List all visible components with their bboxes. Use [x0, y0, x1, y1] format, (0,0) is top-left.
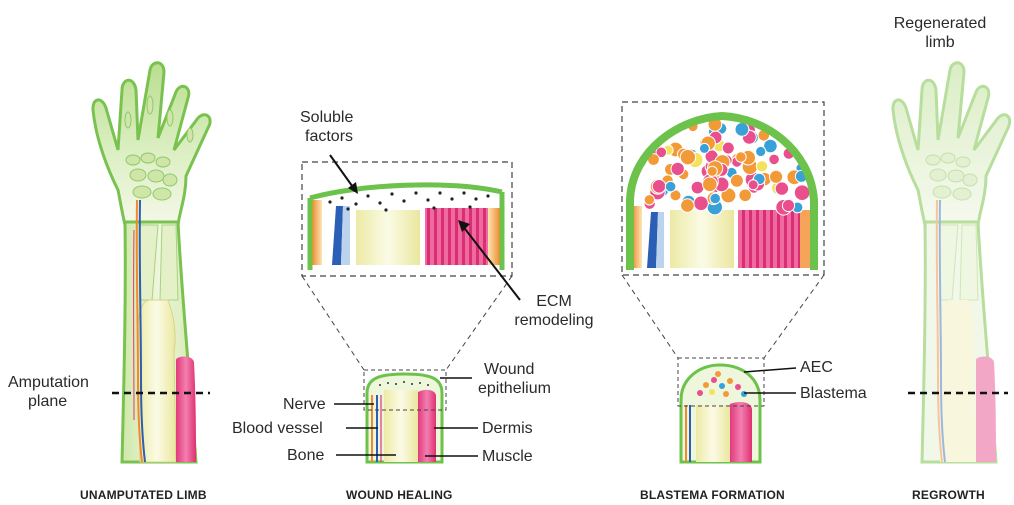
blastema-cell — [652, 180, 666, 194]
blastema-cell — [748, 180, 758, 190]
wound-magnified — [310, 185, 502, 270]
blastema-cell — [739, 189, 752, 202]
blastema-cell — [775, 182, 788, 195]
blastema-cell — [694, 196, 709, 211]
regenerated-limb-label: Regenerated limb — [880, 14, 1000, 52]
blastema-cell — [794, 185, 810, 201]
bone-label: Bone — [287, 446, 324, 465]
wound-epithelium-label: Wound epithelium — [478, 360, 551, 398]
muscle-label: Muscle — [482, 447, 533, 466]
blastema-cell — [770, 170, 783, 183]
stage-title-wound-healing: WOUND HEALING — [346, 488, 453, 502]
blastema-cell — [736, 152, 747, 163]
blastema-stump — [681, 365, 760, 462]
blastema-cell — [722, 142, 734, 154]
blastema-cell — [730, 174, 743, 187]
blastema-cell — [769, 154, 780, 165]
blastema-cell — [644, 195, 654, 205]
stage-title-unamputated: UNAMPUTATED LIMB — [80, 488, 207, 502]
blastema-cell — [707, 166, 717, 176]
blastema-cell — [703, 177, 718, 192]
regenerated-limb — [893, 63, 1010, 462]
ecm-remodeling-label: ECM remodeling — [504, 292, 604, 330]
blood-vessel-label: Blood vessel — [232, 419, 323, 438]
soluble-factors-label: Soluble factors — [300, 108, 353, 146]
nerve-label: Nerve — [283, 395, 326, 414]
blastema-cell — [671, 162, 684, 175]
blastema-cell — [665, 181, 676, 192]
blastema-cell — [782, 199, 794, 211]
stage-title-regrowth: REGROWTH — [912, 488, 985, 502]
blastema-cell — [680, 150, 695, 165]
blastema-cell — [756, 146, 766, 156]
blastema-cell — [691, 181, 704, 194]
aec-label: AEC — [800, 358, 833, 377]
blastema-label: Blastema — [800, 384, 867, 403]
blastema-magnified — [630, 116, 814, 270]
blastema-cell — [699, 143, 709, 153]
amputation-plane-label: Amputation plane — [8, 373, 89, 411]
blastema-cell — [756, 161, 767, 172]
wound-healing-stump — [367, 374, 442, 462]
blastema-cell — [710, 193, 721, 204]
unamputated-limb — [93, 63, 210, 462]
blastema-cell — [681, 199, 695, 213]
stage-title-blastema-formation: BLASTEMA FORMATION — [640, 488, 785, 502]
blastema-cell — [735, 122, 749, 136]
dermis-label: Dermis — [482, 419, 533, 438]
